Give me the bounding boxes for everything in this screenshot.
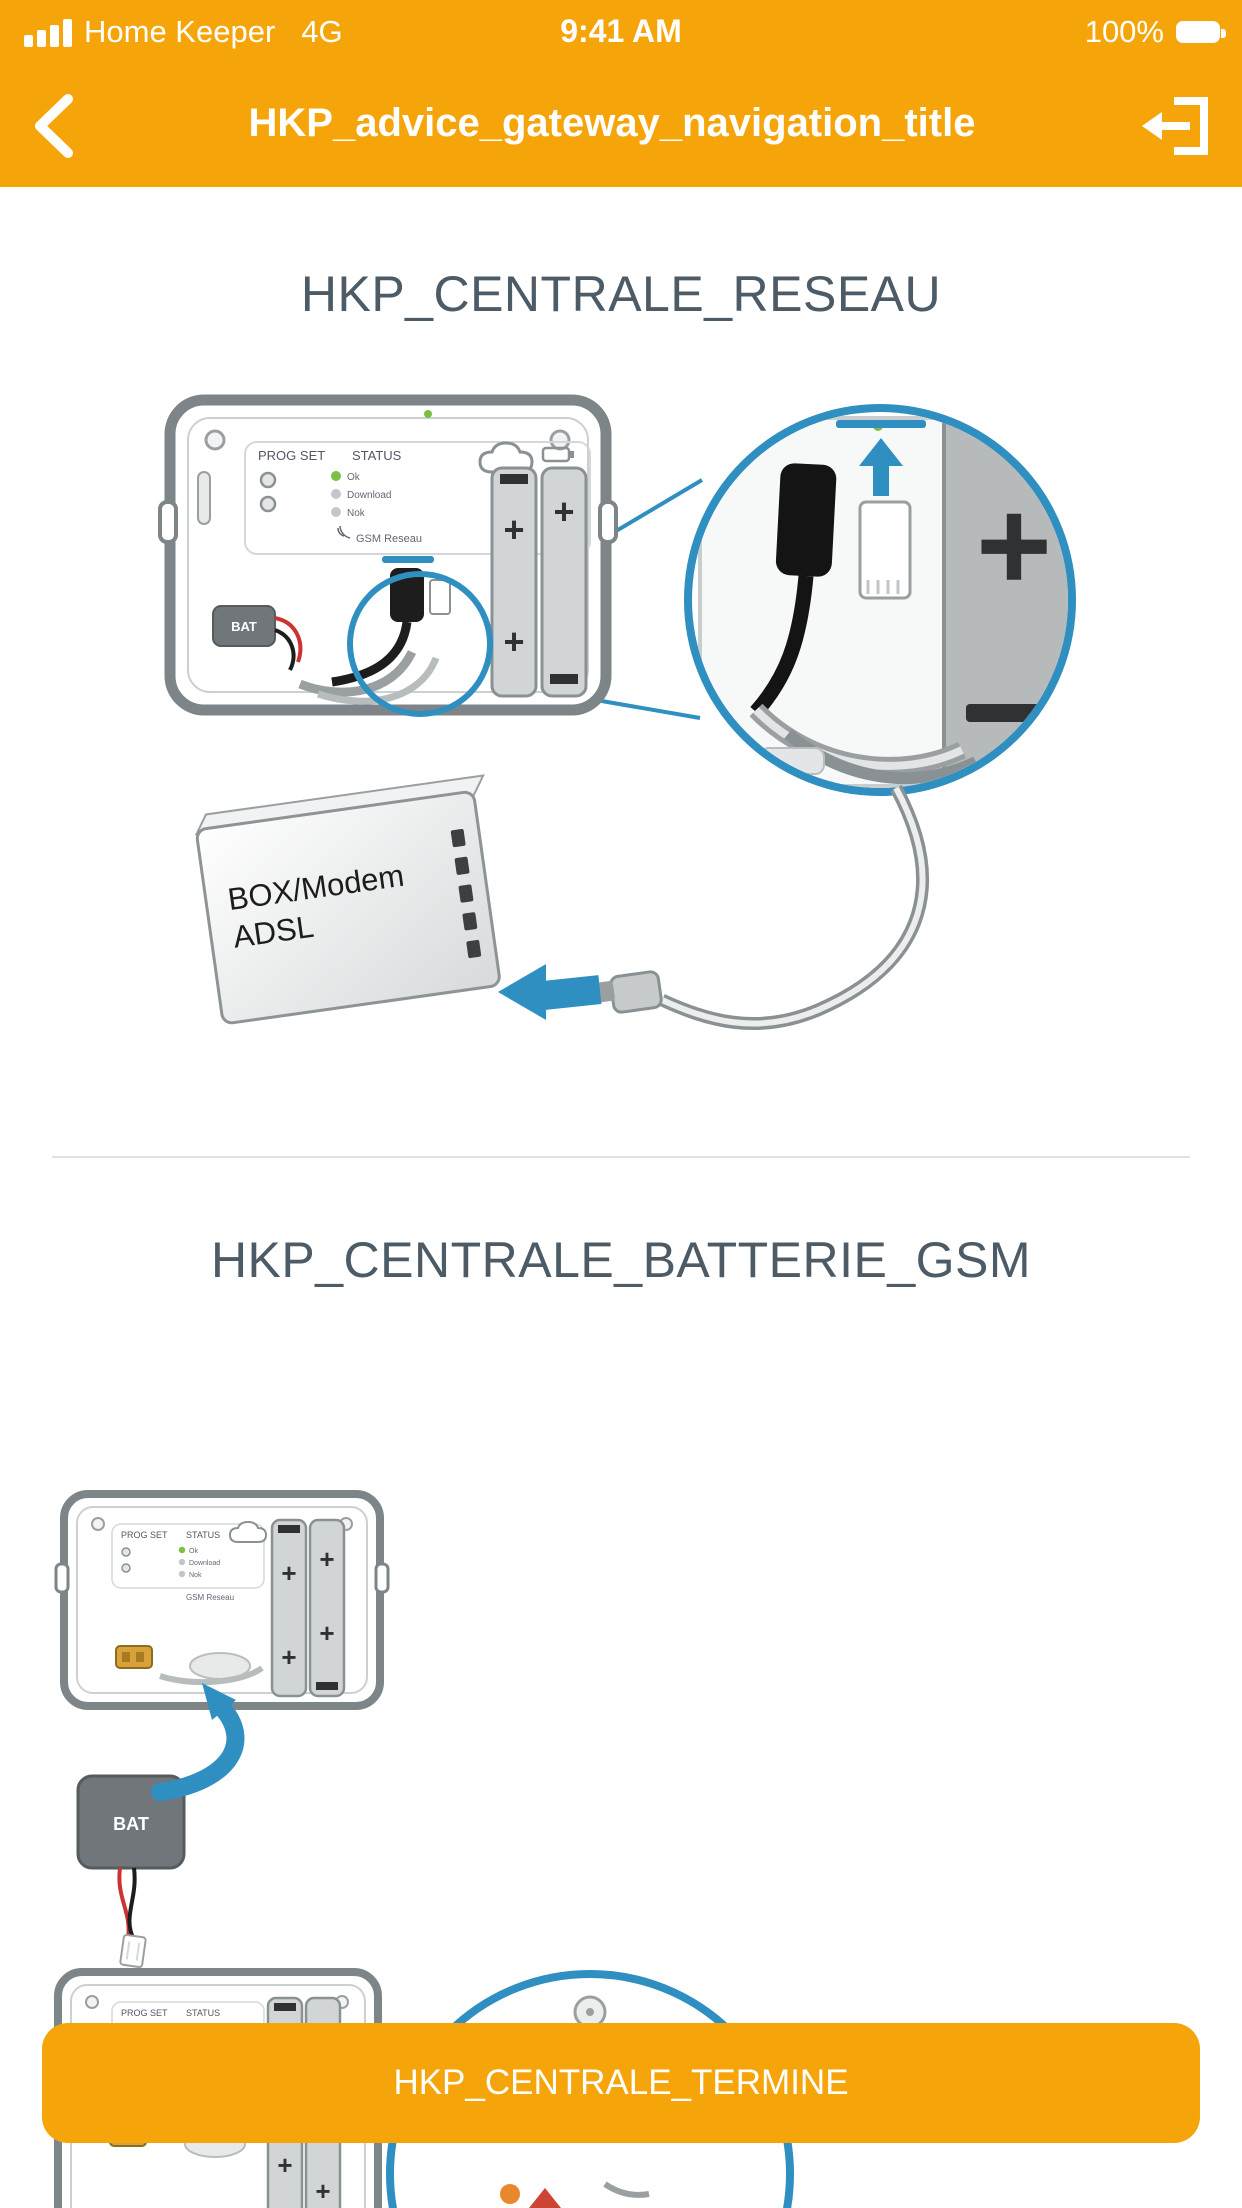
screw-icon [91, 1517, 105, 1531]
back-button[interactable] [30, 93, 82, 159]
battery-plus: + [553, 491, 574, 532]
gateway-panel: PROG SET STATUS Ok Download Nok GSM Rese… [158, 394, 618, 717]
section-title-reseau: HKP_CENTRALE_RESEAU [300, 266, 942, 322]
gateway-panel-small: PROG SET STATUS Ok Download Nok GSM Rese… [54, 1490, 390, 1710]
battery-plus: + [503, 509, 524, 550]
rj-connector [858, 500, 912, 600]
chevron-left-icon [35, 94, 73, 158]
modem-box: BOX/Modem ADSL [194, 774, 501, 1025]
screw-icon [204, 429, 226, 451]
battery-illustration: PROG SET STATUS Ok Download Nok GSM Rese… [54, 1490, 390, 1968]
exit-button[interactable] [1138, 87, 1216, 165]
done-button[interactable]: HKP_CENTRALE_TERMINE [42, 2023, 1200, 2143]
navigation-bar: HKP_advice_gateway_navigation_title [0, 63, 1242, 187]
battery-plus: + [503, 621, 524, 662]
network-type-label: 4G [301, 13, 343, 49]
adsl-cable [659, 784, 929, 1031]
callout-partial-details [500, 2181, 650, 2208]
led-ok-icon [331, 471, 341, 481]
power-plug [775, 463, 837, 577]
panel-label-progset: PROG SET [121, 1530, 168, 1540]
panel-label-download: Download [189, 1560, 220, 1567]
status-right: 100% [1084, 0, 1226, 63]
battery-plus: + [281, 1558, 296, 1588]
battery-slots: + + + [490, 466, 588, 698]
screw-icon [549, 429, 571, 451]
content-scroll-area[interactable]: HKP_CENTRALE_RESEAU PROG [0, 187, 1242, 2208]
panel-label-nok: Nok [189, 1572, 202, 1579]
connect-arrow-icon [498, 964, 602, 1020]
clock-label: 9:41 AM [560, 13, 682, 49]
battery-percent-label: 100% [1084, 13, 1164, 49]
battery-plus: + [281, 1642, 296, 1672]
battery-icon [1176, 20, 1226, 43]
panel-label-ok: Ok [347, 472, 361, 483]
network-illustration: PROG SET STATUS Ok Download Nok GSM Rese… [158, 394, 1076, 1031]
screw-icon [85, 1995, 99, 2009]
battery-plus: + [315, 2176, 330, 2206]
cloud-icon [478, 441, 534, 474]
bat-connector: BAT [212, 605, 303, 671]
panel-label-nok: Nok [347, 508, 366, 519]
insert-arrow-icon [151, 1683, 245, 1801]
push-up-arrow-icon [859, 438, 903, 466]
cloud-icon [228, 1520, 268, 1543]
battery-pack: BAT [76, 1774, 186, 1968]
zoom-callout: + [684, 404, 1076, 796]
status-bar: Home Keeper 4G 9:41 AM 100% [0, 0, 1242, 63]
cable-plug [591, 970, 663, 1014]
bat-socket [115, 1645, 153, 1669]
status-left: Home Keeper 4G [24, 0, 343, 63]
modem-ports [450, 829, 482, 959]
page-title: HKP_advice_gateway_navigation_title [248, 101, 976, 145]
section-title-batterie-gsm: HKP_CENTRALE_BATTERIE_GSM [210, 1232, 1032, 1288]
panel-label-download: Download [347, 490, 391, 501]
battery-slots: + + + + [270, 1518, 346, 1698]
highlight-circle [347, 571, 493, 717]
bat-label: BAT [113, 1814, 149, 1834]
panel-label-progset: PROG SET [258, 448, 325, 463]
battery-plus: + [319, 1618, 334, 1648]
led-icon [424, 410, 432, 418]
battery-plus: + [277, 2150, 292, 2180]
carrier-label: Home Keeper [84, 13, 276, 49]
antenna-icon [337, 525, 351, 539]
panel-label-ok: Ok [189, 1548, 198, 1555]
battery-glyph-icon [541, 446, 571, 463]
signal-strength-icon [24, 17, 72, 47]
panel-label-status: STATUS [186, 2008, 220, 2018]
panel-label-status: STATUS [186, 1530, 220, 1540]
battery-large [942, 412, 1068, 788]
panel-label-gsm: GSM Reseau [186, 1593, 234, 1602]
panel-label-gsm: GSM Reseau [356, 533, 422, 545]
battery-plus: + [319, 1544, 334, 1574]
panel-label-progset: PROG SET [121, 2008, 168, 2018]
panel-label-status: STATUS [352, 448, 402, 463]
section-divider [52, 1156, 1190, 1158]
bat-label: BAT [231, 619, 257, 634]
logout-icon [1142, 97, 1208, 155]
